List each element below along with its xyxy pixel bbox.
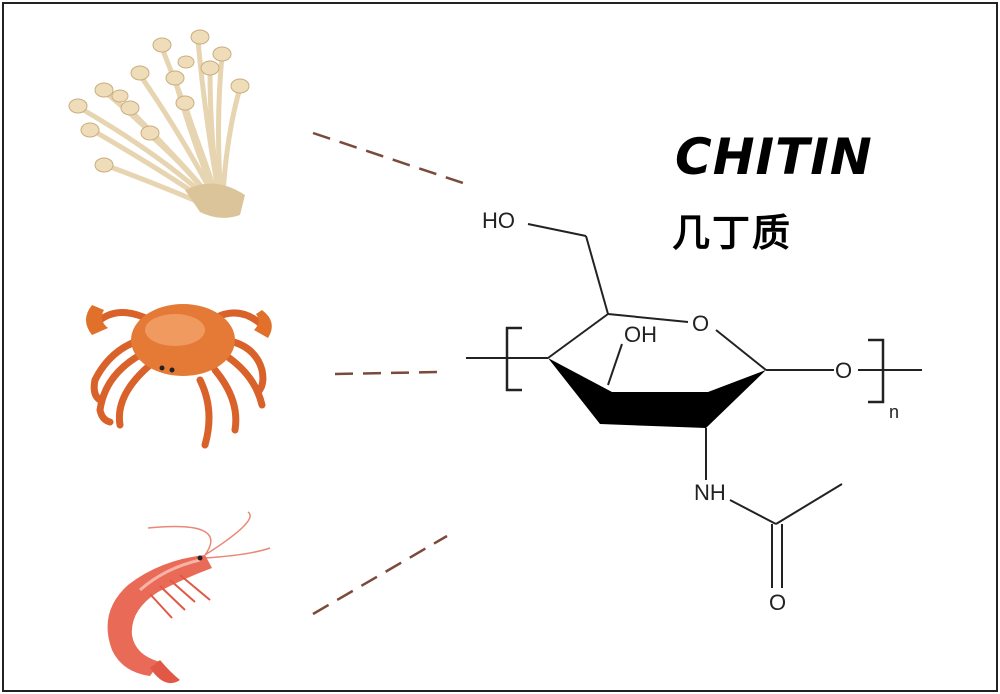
mushroom-icon xyxy=(68,29,250,218)
atom-carbonyl-oxygen: O xyxy=(769,590,786,615)
atom-oh: OH xyxy=(624,322,657,347)
ring-wedge xyxy=(548,358,766,428)
atom-bridge-oxygen: O xyxy=(835,358,852,383)
shrimp-icon xyxy=(107,511,271,684)
repeat-subscript: n xyxy=(889,402,899,422)
connector-crab xyxy=(334,370,439,376)
chitin-structure xyxy=(466,223,922,588)
title-english: CHITIN xyxy=(675,128,873,186)
atom-nh: NH xyxy=(694,480,726,505)
title-chinese: 几丁质 xyxy=(672,211,793,255)
crab-icon xyxy=(86,304,272,449)
atom-ring-oxygen: O xyxy=(692,311,709,336)
connector-shrimp xyxy=(312,534,448,616)
atom-ho: HO xyxy=(482,208,515,233)
